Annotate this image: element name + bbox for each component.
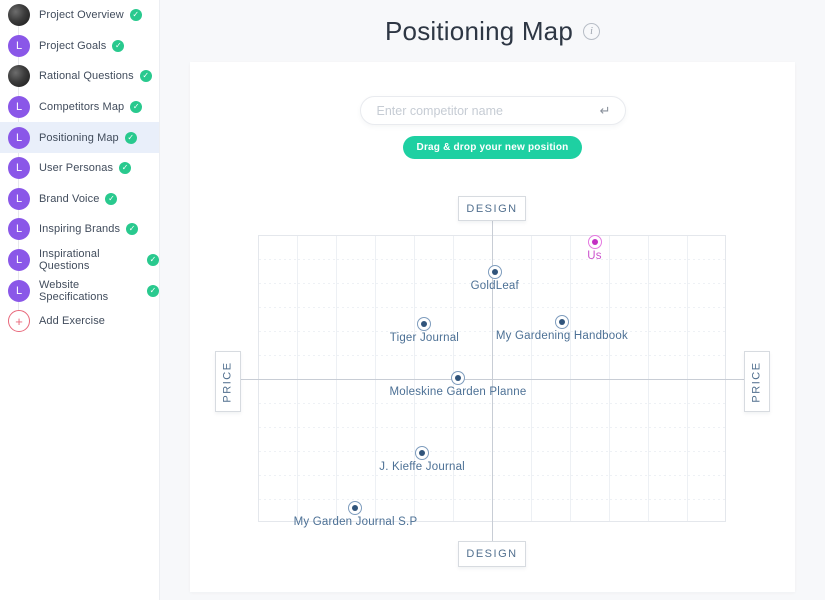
point-label: GoldLeaf — [470, 279, 519, 292]
user-photo-avatar — [8, 65, 30, 88]
price-axis-line — [241, 378, 744, 380]
info-icon[interactable]: i — [583, 22, 600, 40]
check-icon: ✓ — [126, 223, 139, 236]
sidebar-item-label: Inspirational Questions — [39, 248, 100, 273]
letter-avatar: L — [8, 249, 30, 272]
sidebar-item-rational-questions[interactable]: Rational Questions ✓ — [0, 61, 159, 92]
letter-avatar: L — [8, 96, 30, 119]
sidebar-item-label: Rational Questions — [39, 70, 134, 83]
point-dot[interactable] — [415, 446, 430, 461]
sidebar-item-brand-voice[interactable]: L Brand Voice ✓ — [0, 184, 159, 215]
axis-label-price-left: PRICE — [215, 351, 241, 412]
check-icon: ✓ — [119, 162, 132, 175]
add-exercise-button[interactable]: + Add Exercise — [0, 306, 159, 337]
main-content: Positioning Map i ↵ Drag & drop your new… — [160, 0, 825, 600]
axis-label-price-right: PRICE — [744, 351, 770, 412]
exercise-sidebar: Project Overview ✓ L Project Goals ✓ Rat… — [0, 0, 160, 600]
user-photo-avatar — [8, 4, 30, 27]
letter-avatar: L — [8, 126, 30, 149]
sidebar-item-project-overview[interactable]: Project Overview ✓ — [0, 0, 159, 31]
drag-hint-badge: Drag & drop your new position — [402, 136, 583, 159]
sidebar-item-website-specifications[interactable]: L Website Specifications ✓ — [0, 275, 159, 306]
sidebar-item-label: Inspiring Brands — [39, 223, 121, 236]
point-label: Us — [587, 249, 602, 262]
letter-avatar: L — [8, 279, 30, 302]
check-icon: ✓ — [124, 131, 137, 144]
exercise-card: ↵ Drag & drop your new position DESIGN D… — [190, 62, 795, 592]
design-axis-line — [491, 221, 493, 541]
sidebar-item-label: Project Overview — [39, 9, 124, 22]
point-dot[interactable] — [554, 315, 569, 330]
sidebar-item-inspirational-questions[interactable]: L Inspirational Questions ✓ — [0, 245, 159, 276]
competitor-search: ↵ — [359, 96, 626, 125]
letter-avatar: L — [8, 218, 30, 241]
point-label: My Gardening Handbook — [495, 330, 628, 343]
sidebar-item-label: Website Specifications — [39, 278, 109, 303]
point-label: My Garden Journal S.P — [293, 516, 418, 529]
plus-icon: + — [8, 310, 30, 333]
sidebar-item-label: Brand Voice — [39, 192, 100, 205]
axis-label-design-top: DESIGN — [458, 196, 526, 221]
point-dot[interactable] — [450, 370, 465, 385]
check-icon: ✓ — [105, 192, 118, 205]
axis-label-design-bottom: DESIGN — [458, 541, 526, 567]
point-label: Moleskine Garden Planne — [389, 385, 527, 398]
point-dot[interactable] — [348, 501, 363, 516]
check-icon: ✓ — [147, 284, 159, 297]
enter-key-icon: ↵ — [599, 102, 611, 118]
point-label: J. Kieffe Journal — [379, 461, 465, 474]
point-dot[interactable] — [417, 317, 432, 332]
sidebar-item-competitors-map[interactable]: L Competitors Map ✓ — [0, 92, 159, 123]
check-icon: ✓ — [112, 39, 125, 52]
check-icon: ✓ — [139, 70, 152, 83]
check-icon: ✓ — [130, 101, 143, 114]
point-label: Tiger Journal — [389, 332, 460, 345]
sidebar-item-user-personas[interactable]: L User Personas ✓ — [0, 153, 159, 184]
letter-avatar: L — [8, 157, 30, 180]
check-icon: ✓ — [147, 254, 159, 267]
page-title: Positioning Map — [385, 15, 573, 46]
letter-avatar: L — [8, 187, 30, 210]
page-header: Positioning Map i — [160, 0, 825, 62]
sidebar-item-label: Project Goals — [39, 39, 107, 52]
point-dot[interactable] — [487, 264, 502, 279]
sidebar-item-label: Positioning Map — [39, 131, 119, 144]
competitor-name-input[interactable] — [360, 103, 600, 118]
point-dot[interactable] — [587, 234, 602, 249]
sidebar-item-label: User Personas — [39, 162, 114, 175]
check-icon: ✓ — [129, 9, 142, 22]
letter-avatar: L — [8, 34, 30, 57]
sidebar-item-positioning-map[interactable]: L Positioning Map ✓ — [0, 122, 159, 153]
add-exercise-label: Add Exercise — [39, 315, 106, 328]
positioning-map: DESIGN DESIGN PRICE PRICE — [215, 196, 770, 567]
sidebar-item-label: Competitors Map — [39, 101, 125, 114]
sidebar-item-inspiring-brands[interactable]: L Inspiring Brands ✓ — [0, 214, 159, 245]
sidebar-item-project-goals[interactable]: L Project Goals ✓ — [0, 31, 159, 62]
